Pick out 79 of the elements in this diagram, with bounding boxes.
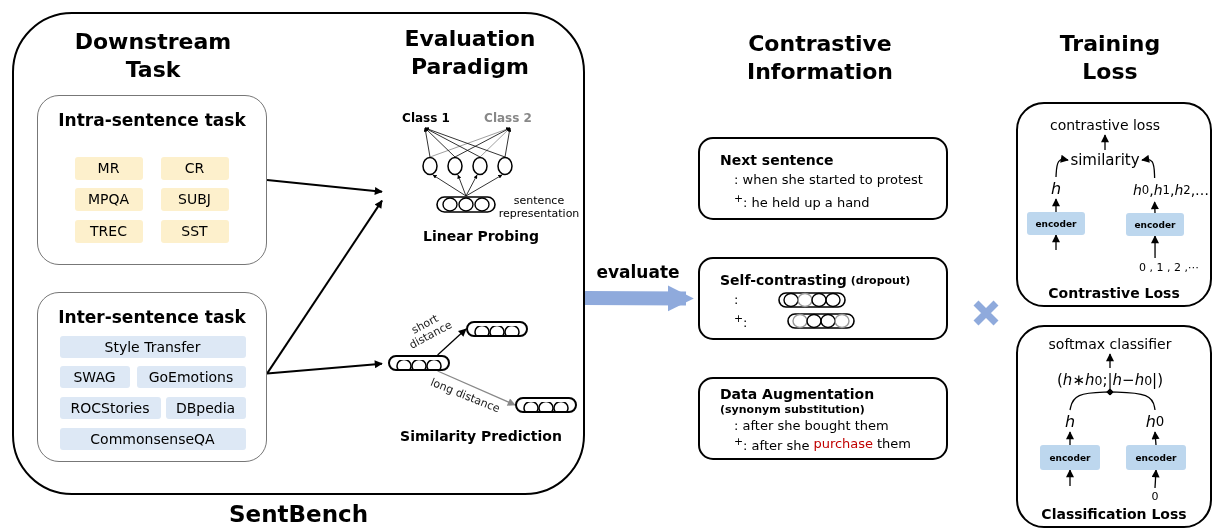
loss-panel bbox=[1016, 325, 1212, 528]
group-title: Inter-sentence task bbox=[57, 307, 247, 327]
panel-caption: Contrastive Loss bbox=[1047, 285, 1181, 301]
vector-capsule bbox=[388, 355, 450, 371]
arrow bbox=[1052, 234, 1060, 251]
vector-capsule bbox=[466, 321, 528, 337]
arrow bbox=[1141, 154, 1156, 179]
encoder-block: encoder bbox=[1027, 212, 1085, 235]
example-card bbox=[698, 257, 948, 340]
example-card bbox=[698, 137, 948, 220]
card-title: Self-contrasting bbox=[720, 271, 847, 290]
column-heading: Contrastive Information bbox=[746, 30, 894, 86]
loss-panel bbox=[1016, 102, 1212, 307]
card-title: (dropout) bbox=[850, 273, 911, 289]
math-text: h bbox=[1062, 410, 1078, 432]
arrow bbox=[1151, 431, 1160, 446]
vector-capsule bbox=[515, 397, 577, 413]
math-text: 0 bbox=[1148, 488, 1162, 504]
encoder-block: encoder bbox=[1126, 445, 1186, 470]
arrow bbox=[1052, 198, 1060, 213]
annotation-text: sentence representation bbox=[497, 194, 581, 220]
dataset-tag: ROCStories bbox=[59, 396, 161, 419]
highlighted-word: purchase bbox=[813, 436, 874, 453]
example-text: $^{+}$: bbox=[734, 311, 748, 333]
card-title: Data Augmentation bbox=[720, 386, 875, 402]
dataset-tag: CR bbox=[160, 156, 229, 180]
dataset-tag: SWAG bbox=[59, 365, 130, 388]
dataset-tag: DBpedia bbox=[165, 396, 246, 419]
arrow bbox=[1055, 154, 1069, 178]
dataset-tag: CommonsenseQA bbox=[59, 427, 246, 450]
class-label: Class 1 bbox=[401, 110, 451, 127]
arrow bbox=[436, 370, 516, 406]
dataset-tag: TREC bbox=[74, 219, 143, 243]
math-text: 0 , 1 , 2 ,⋯ bbox=[1128, 258, 1210, 276]
arrow bbox=[1101, 134, 1109, 151]
arrow bbox=[1066, 431, 1074, 446]
dataset-tag: Style Transfer bbox=[59, 335, 246, 358]
math-text: similarity bbox=[1068, 150, 1142, 170]
panel-caption: Linear Probing bbox=[422, 228, 540, 244]
arrow bbox=[266, 199, 383, 375]
block-arrow bbox=[584, 285, 694, 312]
brace-connector bbox=[1106, 388, 1156, 411]
dataset-tag: SST bbox=[160, 219, 229, 243]
math-text: contrastive loss bbox=[1045, 115, 1165, 135]
example-text: : bbox=[734, 291, 739, 309]
card-title: (synonym substitution) bbox=[720, 402, 865, 418]
encoder-block: encoder bbox=[1126, 213, 1184, 236]
dataset-tag: MPQA bbox=[74, 187, 143, 211]
arrow bbox=[436, 328, 467, 356]
arrow bbox=[1151, 469, 1160, 489]
example-text: : after she bought them bbox=[734, 418, 889, 434]
dataset-tag: GoEmotions bbox=[136, 365, 246, 388]
example-text: them bbox=[876, 436, 911, 453]
panel-caption: Similarity Prediction bbox=[399, 428, 563, 444]
class-label: Class 2 bbox=[483, 110, 533, 127]
task-group-box bbox=[37, 292, 267, 462]
math-text: h bbox=[1048, 177, 1064, 199]
arrow bbox=[1066, 469, 1074, 487]
panel-caption: Classification Loss bbox=[1040, 506, 1188, 522]
column-heading: Downstream Task bbox=[73, 28, 233, 84]
column-heading: Evaluation Paradigm bbox=[403, 25, 537, 81]
example-text: $^{+}$: he held up a hand bbox=[734, 191, 870, 213]
card-title: Next sentence bbox=[720, 151, 834, 170]
example-text: $^{+}$: after she bbox=[734, 434, 810, 455]
column-heading: Training Loss bbox=[1058, 30, 1162, 86]
encoder-block: encoder bbox=[1040, 445, 1100, 470]
math-text: softmax classifier bbox=[1045, 334, 1175, 354]
arrow bbox=[1150, 201, 1159, 214]
panel-title: SentBench bbox=[227, 501, 369, 527]
arrow bbox=[1106, 353, 1114, 369]
group-title: Intra-sentence task bbox=[57, 110, 247, 130]
arrow bbox=[1151, 235, 1159, 259]
dataset-tag: SUBJ bbox=[160, 187, 229, 211]
dataset-tag: MR bbox=[74, 156, 143, 180]
example-text: : when she started to protest bbox=[734, 171, 923, 189]
task-group-box bbox=[37, 95, 267, 265]
arrow bbox=[266, 179, 383, 195]
arrow bbox=[266, 360, 383, 375]
example-card bbox=[698, 377, 948, 460]
